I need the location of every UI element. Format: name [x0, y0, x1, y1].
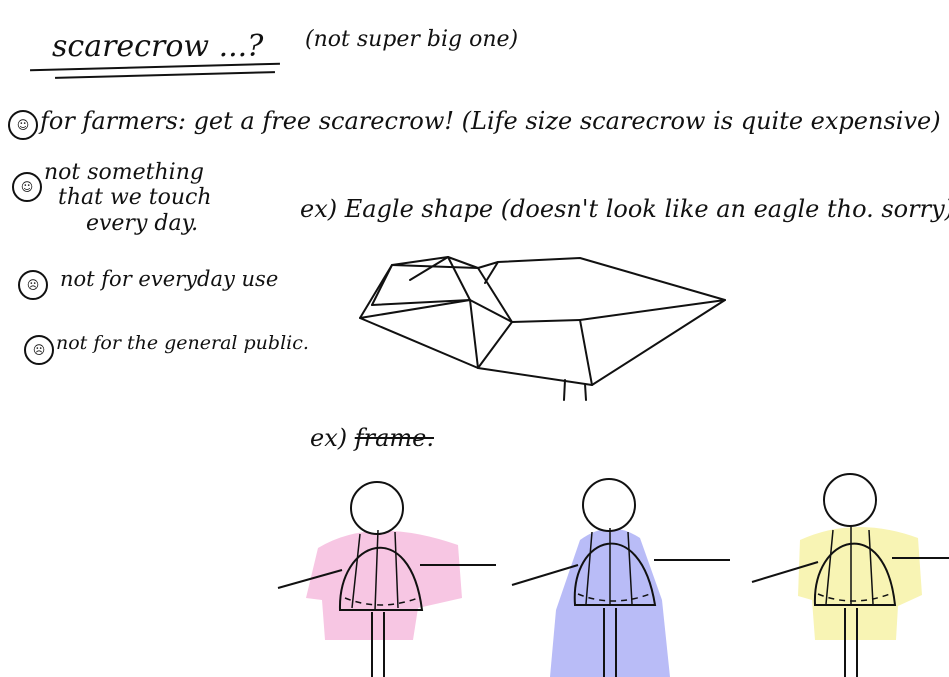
note-not-everyday: not for everyday use [60, 267, 279, 291]
scarecrow-body [338, 546, 424, 611]
scarecrow-body [573, 542, 657, 606]
scarecrow-frame-yellow [751, 473, 949, 677]
scarecrow-head [350, 481, 404, 535]
note-not-touch: not something that we touch every day. [44, 160, 212, 236]
frame-example-label: ex) frame. [310, 425, 434, 451]
sad-face-icon: ☹ [18, 270, 48, 300]
scarecrow-frame-pink [277, 481, 496, 677]
eagle-example-label: ex) Eagle shape (doesn't look like an ea… [300, 195, 949, 223]
pink-cloth [306, 530, 462, 640]
happy-face-icon: ☺ [12, 172, 42, 202]
sad-face-icon: ☹ [24, 335, 54, 365]
frame-word: frame. [354, 424, 434, 452]
note-not-public: not for the general public. [56, 332, 309, 354]
title: scarecrow ...? [52, 29, 264, 64]
eagle-sketch [359, 256, 726, 401]
scarecrow-body [813, 542, 897, 606]
scarecrow-frame-blue [511, 478, 730, 677]
scarecrow-head [823, 473, 877, 527]
happy-face-icon: ☺ [8, 110, 38, 140]
title-aside: (not super big one) [305, 27, 519, 52]
note-free-scarecrow: for farmers: get a free scarecrow! (Life… [40, 107, 941, 135]
frame-prefix: ex) [310, 424, 355, 452]
scarecrow-head [582, 478, 636, 532]
